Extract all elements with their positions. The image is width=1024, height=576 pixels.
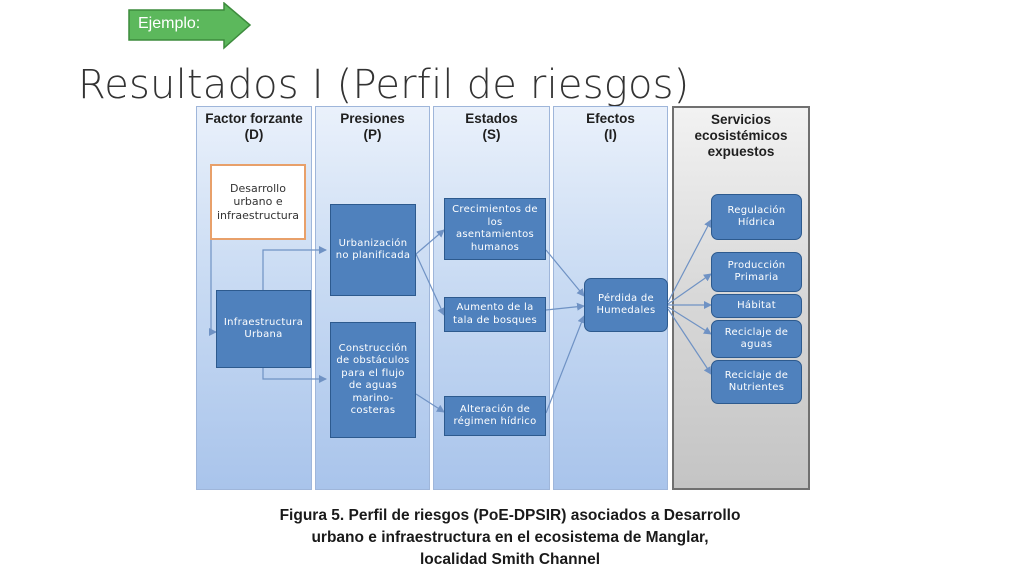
connector	[262, 246, 327, 290]
box-desarrollo-urbano: Desarrollo urbano e infraestructura	[210, 164, 306, 240]
connector	[667, 219, 712, 303]
column-header: Estados(S)	[465, 111, 518, 142]
ejemplo-badge: Ejemplo:	[128, 2, 252, 50]
connector	[545, 315, 586, 414]
column-header: Presiones(P)	[340, 111, 405, 142]
box-perdida-humedales: Pérdida de Humedales	[584, 278, 668, 332]
box-urbanizacion-no-planificada: Urbanización no planificada	[330, 204, 416, 296]
caption-line: urbano e infraestructura en el ecosistem…	[311, 529, 709, 546]
box-reciclaje-aguas: Reciclaje de aguas	[711, 320, 802, 358]
box-crecimientos-asentamientos: Crecimientos de los asentamientos humano…	[444, 198, 546, 260]
column-header: Efectos(I)	[586, 111, 635, 142]
box-infraestructura-urbana: Infraestructura Urbana	[216, 290, 311, 368]
box-reciclaje-nutrientes: Reciclaje de Nutrientes	[711, 360, 802, 404]
caption-line: localidad Smith Channel	[420, 551, 600, 568]
connector	[667, 306, 712, 335]
connector	[415, 393, 445, 413]
figure-caption: Figura 5. Perfil de riesgos (PoE-DPSIR) …	[200, 505, 820, 571]
connector	[415, 253, 445, 316]
box-construccion-obstaculos: Construcción de obstáculos para el flujo…	[330, 322, 416, 438]
connector	[262, 368, 327, 383]
box-regulacion-hidrica: Regulación Hídrica	[711, 194, 802, 240]
slide-title: Resultados I (Perfil de riesgos)	[78, 62, 690, 108]
connector	[667, 308, 712, 375]
arrow-right-icon	[128, 2, 252, 50]
caption-line: Figura 5. Perfil de riesgos (PoE-DPSIR) …	[279, 507, 741, 524]
column-header: Factor forzante(D)	[205, 111, 303, 142]
box-produccion-primaria: Producción Primaria	[711, 252, 802, 292]
connector	[545, 302, 585, 311]
connector	[209, 239, 217, 336]
connector	[545, 249, 585, 297]
box-aumento-tala: Aumento de la tala de bosques	[444, 297, 546, 332]
box-alteracion-regimen: Alteración de régimen hídrico	[444, 396, 546, 436]
connector	[415, 229, 445, 255]
connector	[667, 273, 712, 305]
connector-arrows	[209, 219, 712, 414]
dpsir-diagram: Factor forzante(D) Presiones(P) Estados(…	[194, 104, 822, 496]
ejemplo-label: Ejemplo:	[138, 15, 201, 32]
box-habitat: Hábitat	[711, 294, 802, 318]
